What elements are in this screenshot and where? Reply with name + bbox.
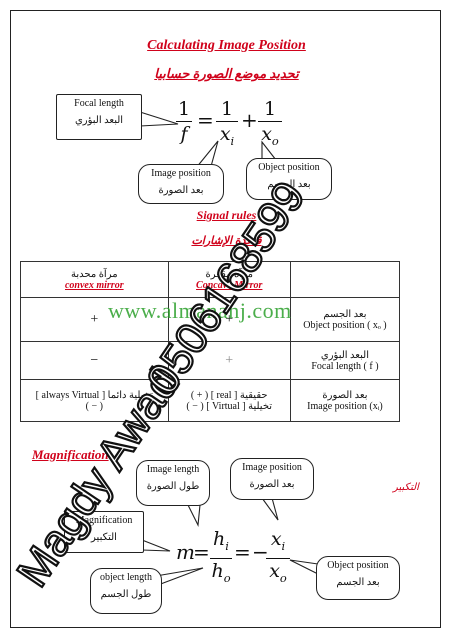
header-concave: مرآة مقعرة Concave Mirror: [167, 261, 291, 298]
cell-convex: +: [20, 297, 169, 342]
callout-magnification-en: Magnification: [75, 515, 133, 526]
callout-magnification: Magnification التكبير: [64, 511, 144, 553]
numerator: 1: [220, 98, 234, 120]
sub-i: i: [225, 538, 229, 553]
callout-focal-ar: البعد البؤري: [74, 115, 124, 126]
callout-image-ar: بعد الصورة: [158, 185, 204, 196]
sign-rules-table: مرآة محدبة convex mirror مرآة مقعرة Conc…: [20, 261, 401, 422]
fraction-1-over-f: 1 f: [176, 98, 192, 145]
concave-line2: تخيلية [ Virtual ] ( − ): [186, 400, 273, 412]
plus-sign: +: [241, 108, 258, 132]
table-row: تخيلية دائما [ always Virtual ] ( − ) حق…: [20, 379, 401, 422]
callout-object-en: Object position: [258, 162, 320, 173]
callout-focal-en: Focal length: [74, 98, 124, 109]
var-m: m: [176, 540, 195, 564]
callout-mag-object-ar: بعد الجسم: [336, 577, 380, 588]
cell-concave: حقيقية [ real ] ( + ) تخيلية [ Virtual ]…: [167, 379, 291, 422]
callout-mag-image-en: Image position: [242, 462, 302, 473]
var-h: h: [213, 528, 226, 550]
concave-line1: حقيقية [ real ] ( + ): [190, 389, 268, 401]
sub-o: o: [223, 570, 231, 585]
fraction-1-over-xi: 1 xi: [216, 98, 238, 152]
minus-sign: −: [252, 540, 269, 564]
convex-line1: تخيلية دائما [ always Virtual ]: [35, 389, 153, 401]
cell-convex: تخيلية دائما [ always Virtual ] ( − ): [20, 379, 169, 422]
fraction-xi-over-xo: xi xo: [266, 528, 290, 589]
sub-i: i: [281, 538, 286, 553]
sub-o: o: [271, 133, 279, 148]
signal-rules-heading: Signal rules: [196, 208, 257, 222]
row-label: بعد الجسم Object position ( xₒ ): [289, 297, 401, 342]
header-convex: مرآة محدبة convex mirror: [20, 261, 169, 298]
convex-line2: ( − ): [85, 400, 103, 412]
fraction-1-over-xo: 1 xo: [258, 98, 282, 152]
numerator: 1: [177, 98, 191, 120]
concave-en: Concave Mirror: [196, 279, 263, 291]
cell-concave: +: [167, 297, 291, 342]
label-ar: بعد الصورة: [322, 389, 368, 401]
table-row: − + البعد البؤري Focal length ( f ): [20, 341, 401, 380]
magnification-heading: Magnification: [32, 447, 109, 462]
callout-image-length-ar: طول الصورة: [146, 481, 200, 492]
callout-object-length: object length طول الجسم: [90, 568, 162, 614]
sub-o: o: [279, 570, 287, 585]
cell-convex: −: [20, 341, 169, 380]
callout-mag-object-position: Object position بعد الجسم: [316, 556, 400, 600]
callout-mag-image-position: Image position بعد الصورة: [230, 458, 314, 500]
label-en: Object position ( xₒ ): [303, 319, 387, 331]
mag-equals-2: =: [234, 540, 251, 564]
row-label: البعد البؤري Focal length ( f ): [289, 341, 401, 380]
var-x: x: [269, 559, 280, 582]
convex-en: convex mirror: [64, 279, 124, 291]
page-border: [10, 10, 441, 628]
var-h: h: [211, 559, 224, 582]
label-en: Image position (xᵢ): [307, 400, 383, 412]
callout-mag-image-ar: بعد الصورة: [249, 479, 295, 490]
callout-mag-object-en: Object position: [327, 560, 389, 571]
sub-i: i: [230, 133, 235, 148]
label-en: Focal length ( f ): [311, 360, 379, 372]
callout-focal-length: Focal length البعد البؤري: [56, 94, 142, 140]
table-header-row: مرآة محدبة convex mirror مرآة مقعرة Conc…: [20, 261, 401, 298]
mag-equals-1: =: [193, 540, 210, 564]
callout-object-position: Object position بعد الجسم: [246, 158, 332, 200]
magnification-heading-arabic: التكبير: [393, 482, 419, 493]
convex-ar: مرآة محدبة: [70, 268, 118, 280]
label-ar: بعد الجسم: [323, 308, 367, 320]
label-ar: البعد البؤري: [320, 349, 369, 361]
row-label: بعد الصورة Image position (xᵢ): [289, 379, 401, 422]
callout-object-ar: بعد الجسم: [267, 179, 311, 190]
var-x: x: [261, 123, 272, 145]
callout-object-length-ar: طول الجسم: [100, 589, 152, 600]
callout-image-length-en: Image length: [146, 464, 200, 475]
callout-image-en: Image position: [151, 168, 211, 179]
cell-concave: +: [167, 341, 291, 380]
equals-sign: =: [197, 108, 214, 132]
var-x: x: [219, 123, 231, 145]
page-title-arabic: تحديد موضع الصورة حسابيا: [154, 66, 299, 81]
var-x: x: [270, 528, 282, 550]
numerator: 1: [263, 98, 277, 120]
concave-ar: مرآة مقعرة: [205, 268, 253, 280]
signal-rules-heading-arabic: قاعدة الإشارات: [191, 235, 262, 247]
callout-magnification-ar: التكبير: [91, 532, 117, 543]
denominator-f: f: [180, 123, 188, 145]
callout-image-length: Image length طول الصورة: [136, 460, 210, 506]
header-blank: [289, 261, 401, 298]
fraction-hi-over-ho: hi ho: [210, 528, 232, 589]
page-title: Calculating Image Position: [147, 38, 306, 53]
callout-object-length-en: object length: [100, 572, 152, 583]
callout-image-position: Image position بعد الصورة: [138, 164, 224, 204]
watermark-site: www.almanahj.com: [108, 298, 292, 323]
